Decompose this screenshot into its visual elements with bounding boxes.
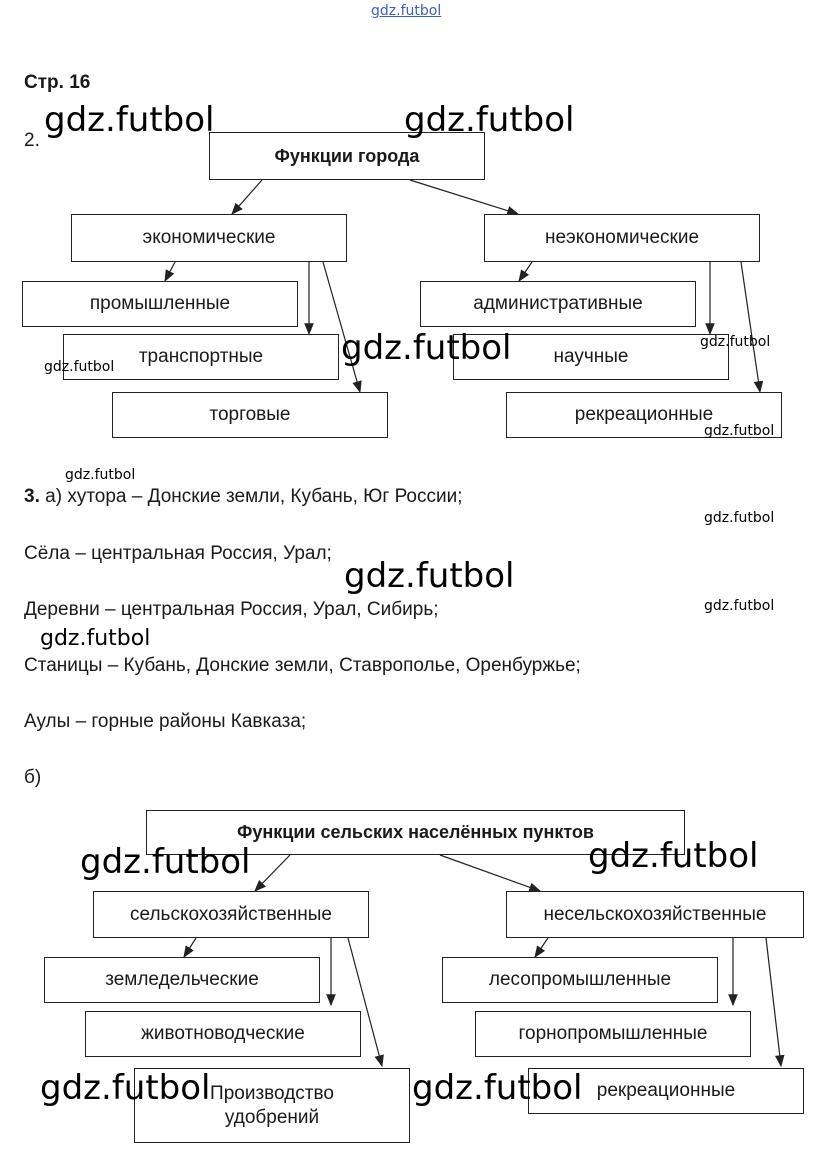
watermark: gdz.futbol [704, 423, 775, 439]
arrow [518, 261, 533, 282]
category-box: несельскохозяйственные [506, 891, 804, 938]
watermark: gdz.futbol [40, 626, 151, 651]
watermark: gdz.futbol [588, 836, 759, 876]
arrow [409, 179, 520, 216]
leaf-box: торговые [112, 392, 388, 438]
leaf-box: рекреационные [528, 1068, 804, 1114]
diagram-root: Функции сельских населённых пунктов [146, 810, 685, 855]
watermark: gdz.futbol [344, 556, 515, 596]
watermark: gdz.futbol [44, 359, 115, 375]
category-box: экономические [71, 214, 347, 262]
leaf-box: горнопромышленные [475, 1011, 751, 1057]
watermark: gdz.futbol [412, 1068, 583, 1108]
answer-line: Станицы – Кубань, Донские земли, Ставроп… [24, 655, 581, 676]
leaf-box: научные [453, 334, 729, 380]
leaf-box: животноводческие [85, 1011, 361, 1057]
site-link[interactable]: gdz.futbol [371, 3, 442, 19]
page-reference: Стр. 16 [24, 72, 91, 93]
arrow [164, 261, 176, 283]
watermark: gdz.futbol [80, 842, 251, 882]
arrow [534, 937, 549, 958]
diagram-root: Функции города [209, 132, 485, 180]
watermark: gdz.futbol [40, 1068, 211, 1108]
leaf-box: лесопромышленные [442, 957, 718, 1003]
answer-line: Аулы – горные районы Кавказа; [24, 711, 307, 732]
leaf-box: промышленные [22, 281, 298, 327]
answer-line: 3. а) хутора – Донские земли, Кубань, Юг… [24, 486, 462, 508]
arrow [740, 261, 764, 394]
answer-line: Сёла – центральная Россия, Урал; [24, 543, 332, 564]
leaf-box: административные [420, 281, 696, 327]
arrow [231, 179, 263, 215]
watermark: gdz.futbol [704, 598, 775, 614]
arrow [439, 854, 542, 892]
arrow [183, 937, 197, 959]
answer-text: а) хутора – Донские земли, Кубань, Юг Ро… [45, 486, 463, 507]
task-number: 3. [24, 486, 40, 507]
arrow [765, 937, 785, 1068]
watermark: gdz.futbol [404, 100, 575, 140]
watermark: gdz.futbol [704, 510, 775, 526]
arrow [254, 854, 291, 892]
category-box: сельскохозяйственные [93, 891, 369, 938]
leaf-box: Производство удобрений [134, 1068, 410, 1143]
answer-line: Деревни – центральная Россия, Урал, Сиби… [24, 599, 439, 620]
leaf-box: транспортные [63, 334, 339, 380]
watermark: gdz.futbol [341, 328, 512, 368]
leaf-box: рекреационные [506, 392, 782, 438]
watermark: gdz.futbol [44, 100, 215, 140]
part-label: б) [24, 767, 42, 788]
category-box: неэкономические [484, 214, 760, 262]
watermark: gdz.futbol [700, 334, 771, 350]
task-number: 2. [24, 130, 40, 151]
leaf-box: земледельческие [44, 957, 320, 1003]
watermark: gdz.futbol [65, 467, 136, 483]
